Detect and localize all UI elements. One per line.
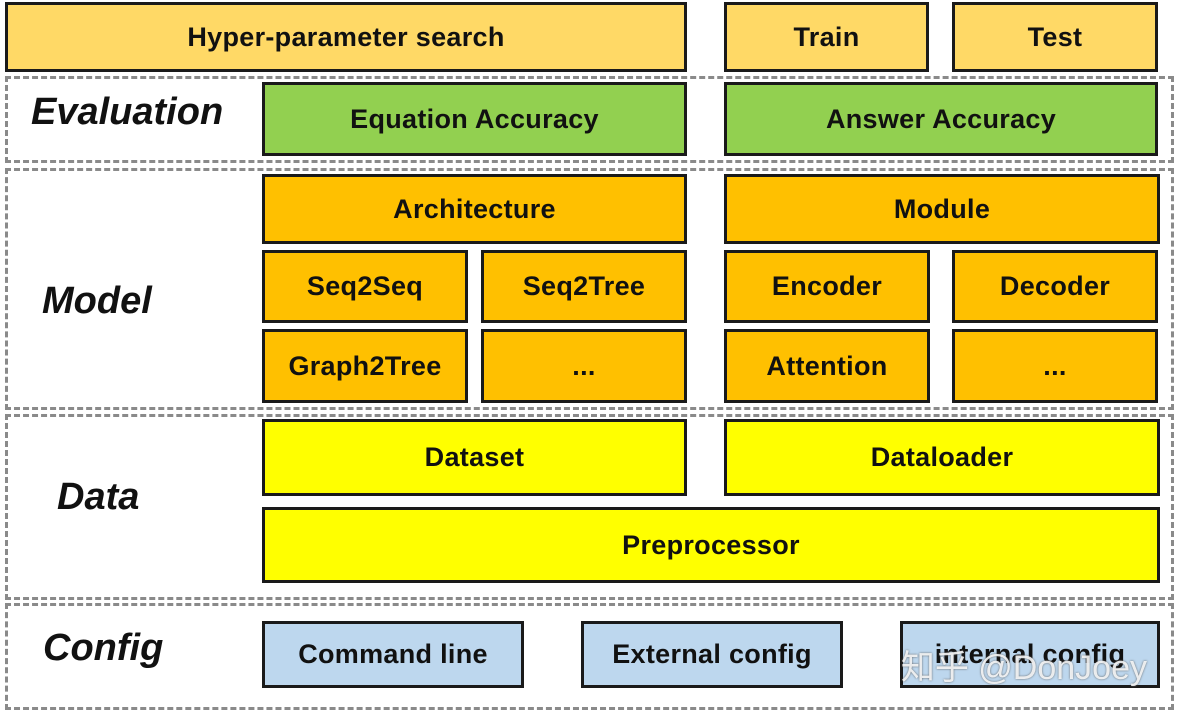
hyperparameter-search-label: Hyper-parameter search <box>187 21 505 52</box>
seq2tree-label: Seq2Tree <box>522 271 646 301</box>
equation-accuracy-label: Equation Accuracy <box>350 103 599 134</box>
external-config-label: External config <box>612 639 812 669</box>
equation-accuracy-box: Equation Accuracy <box>262 82 687 156</box>
architecture-label: Architecture <box>393 193 556 224</box>
attention-box: Attention <box>724 329 930 403</box>
architecture-box: Architecture <box>262 174 687 244</box>
test-box: Test <box>952 2 1158 72</box>
train-box: Train <box>724 2 929 72</box>
data-section-label: Data <box>57 476 140 518</box>
external-config-box: External config <box>581 621 843 688</box>
dataset-box: Dataset <box>262 419 687 496</box>
module-label: Module <box>893 193 991 224</box>
decoder-box: Decoder <box>952 250 1158 323</box>
seq2tree-box: Seq2Tree <box>481 250 687 323</box>
model-panel <box>5 168 1174 410</box>
dataloader-label: Dataloader <box>870 442 1014 472</box>
seq2seq-box: Seq2Seq <box>262 250 468 323</box>
model-section-label: Model <box>42 280 152 322</box>
seq2seq-label: Seq2Seq <box>306 271 424 301</box>
encoder-box: Encoder <box>724 250 930 323</box>
answer-accuracy-box: Answer Accuracy <box>724 82 1158 156</box>
dataloader-box: Dataloader <box>724 419 1160 496</box>
config-section-label: Config <box>43 627 164 669</box>
graph2tree-label: Graph2Tree <box>288 350 442 381</box>
module-box: Module <box>724 174 1160 244</box>
dataset-label: Dataset <box>424 442 525 472</box>
test-label: Test <box>1027 21 1083 52</box>
encoder-label: Encoder <box>771 271 883 301</box>
internal-config-label: internal config <box>934 639 1126 669</box>
module-more-label: ... <box>1043 350 1067 381</box>
evaluation-section-label: Evaluation <box>31 91 224 133</box>
graph2tree-box: Graph2Tree <box>262 329 468 403</box>
config-panel <box>5 603 1174 710</box>
architecture-more-box: ... <box>481 329 687 403</box>
evaluation-panel <box>5 76 1174 163</box>
attention-label: Attention <box>766 350 888 381</box>
internal-config-box: internal config <box>900 621 1160 688</box>
decoder-label: Decoder <box>999 271 1111 301</box>
hyperparameter-search-box: Hyper-parameter search <box>5 2 687 72</box>
module-more-box: ... <box>952 329 1158 403</box>
architecture-more-label: ... <box>572 350 596 381</box>
command-line-label: Command line <box>298 639 488 669</box>
data-panel <box>5 414 1174 600</box>
preprocessor-box: Preprocessor <box>262 507 1160 583</box>
command-line-box: Command line <box>262 621 524 688</box>
preprocessor-label: Preprocessor <box>622 529 800 560</box>
answer-accuracy-label: Answer Accuracy <box>825 103 1057 134</box>
train-label: Train <box>793 21 860 52</box>
